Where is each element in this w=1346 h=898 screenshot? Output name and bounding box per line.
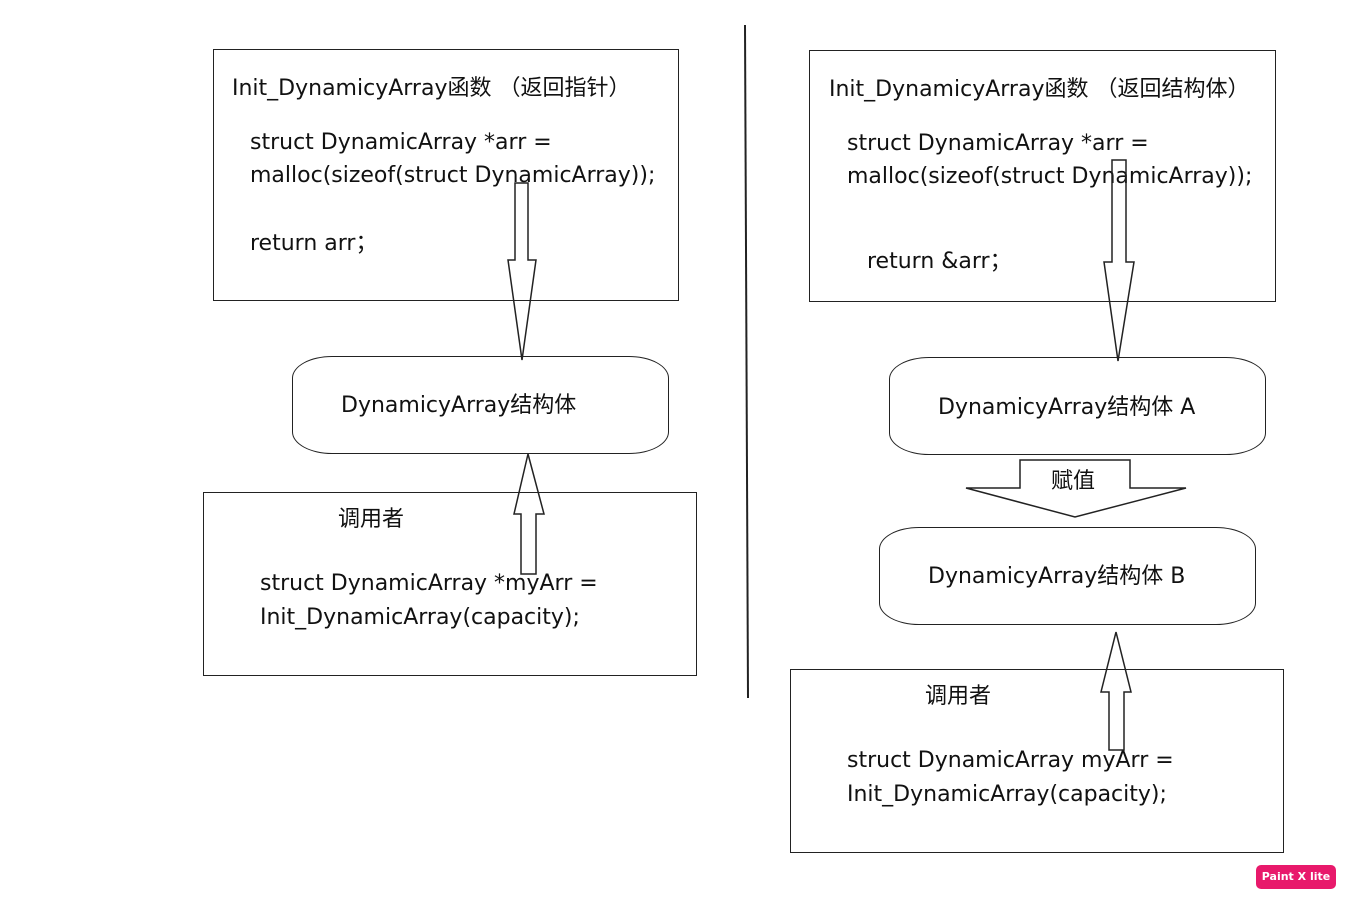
right-function-box [809,50,1276,302]
left-down-arrow [507,182,537,361]
left-code-line2: malloc(sizeof(struct DynamicArray)); [250,163,656,188]
right-code-line2: malloc(sizeof(struct DynamicArray)); [847,164,1253,189]
right-struct-a-label: DynamicyArray结构体 A [938,395,1196,420]
right-struct-b-label: DynamicyArray结构体 B [928,564,1186,589]
assign-arrow [965,459,1187,518]
left-caller-title: 调用者 [338,507,405,532]
right-code-return: return &arr； [867,249,1012,274]
column-divider [744,24,749,699]
left-caller-line1: struct DynamicArray *myArr = [260,571,598,596]
right-function-title: Init_DynamicyArray函数 （返回结构体） [829,77,1250,102]
left-struct-label: DynamicyArray结构体 [341,393,577,418]
assign-label: 赋值 [1051,469,1096,494]
right-struct-a-node [889,357,1266,455]
left-up-arrow [513,453,545,575]
right-up-arrow [1100,631,1132,751]
right-caller-title: 调用者 [925,684,992,709]
right-caller-box [790,669,1284,853]
right-code-line1: struct DynamicArray *arr = [847,131,1149,156]
left-code-line1: struct DynamicArray *arr = [250,130,552,155]
left-function-box [213,49,679,301]
left-caller-box [203,492,697,676]
left-code-return: return arr； [250,231,378,256]
right-struct-b-node [879,527,1256,625]
right-caller-line1: struct DynamicArray myArr = [847,748,1174,773]
left-function-title: Init_DynamicyArray函数 （返回指针） [232,76,631,101]
right-caller-line2: Init_DynamicArray(capacity); [847,782,1167,807]
right-down-arrow [1103,159,1135,362]
left-struct-node [292,356,669,454]
left-caller-line2: Init_DynamicArray(capacity); [260,605,580,630]
paint-x-lite-badge[interactable]: Paint X lite [1256,865,1336,889]
